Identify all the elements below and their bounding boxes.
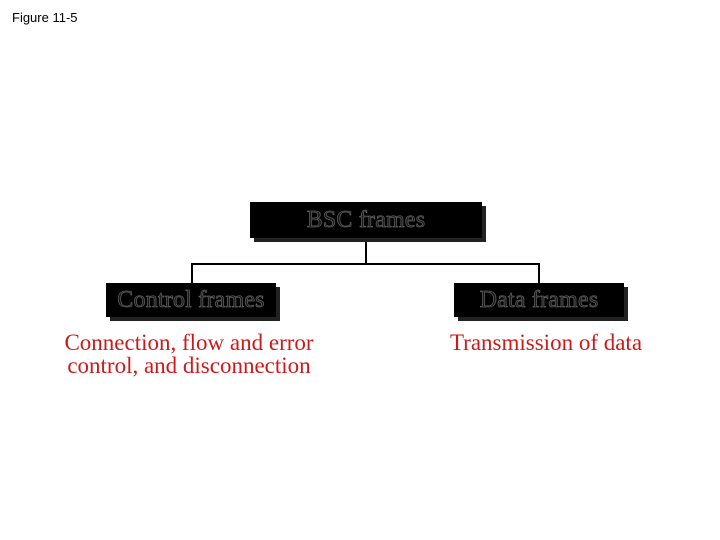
horizontal-connector-line [191, 263, 540, 265]
control-frames-description: Connection, flow and error control, and … [30, 331, 348, 377]
bsc-frames-box: BSC frames [250, 202, 482, 238]
control-frames-box: Control frames [106, 283, 276, 317]
data-frames-box: Data frames [454, 283, 624, 317]
control-frames-drop-line [191, 263, 193, 283]
data-frames-description: Transmission of data [420, 331, 672, 354]
root-stem-line [365, 242, 367, 264]
figure-label: Figure 11-5 [12, 10, 78, 25]
bsc-frames-label: BSC frames [306, 206, 426, 233]
control-frames-label: Control frames [117, 286, 265, 313]
control-frames-description-line-1: Connection, flow and error [64, 330, 314, 355]
data-frames-drop-line [538, 263, 540, 283]
control-frames-description-line-2: control, and disconnection [67, 353, 311, 378]
data-frames-label: Data frames [479, 286, 599, 313]
data-frames-description-line-1: Transmission of data [449, 330, 643, 355]
